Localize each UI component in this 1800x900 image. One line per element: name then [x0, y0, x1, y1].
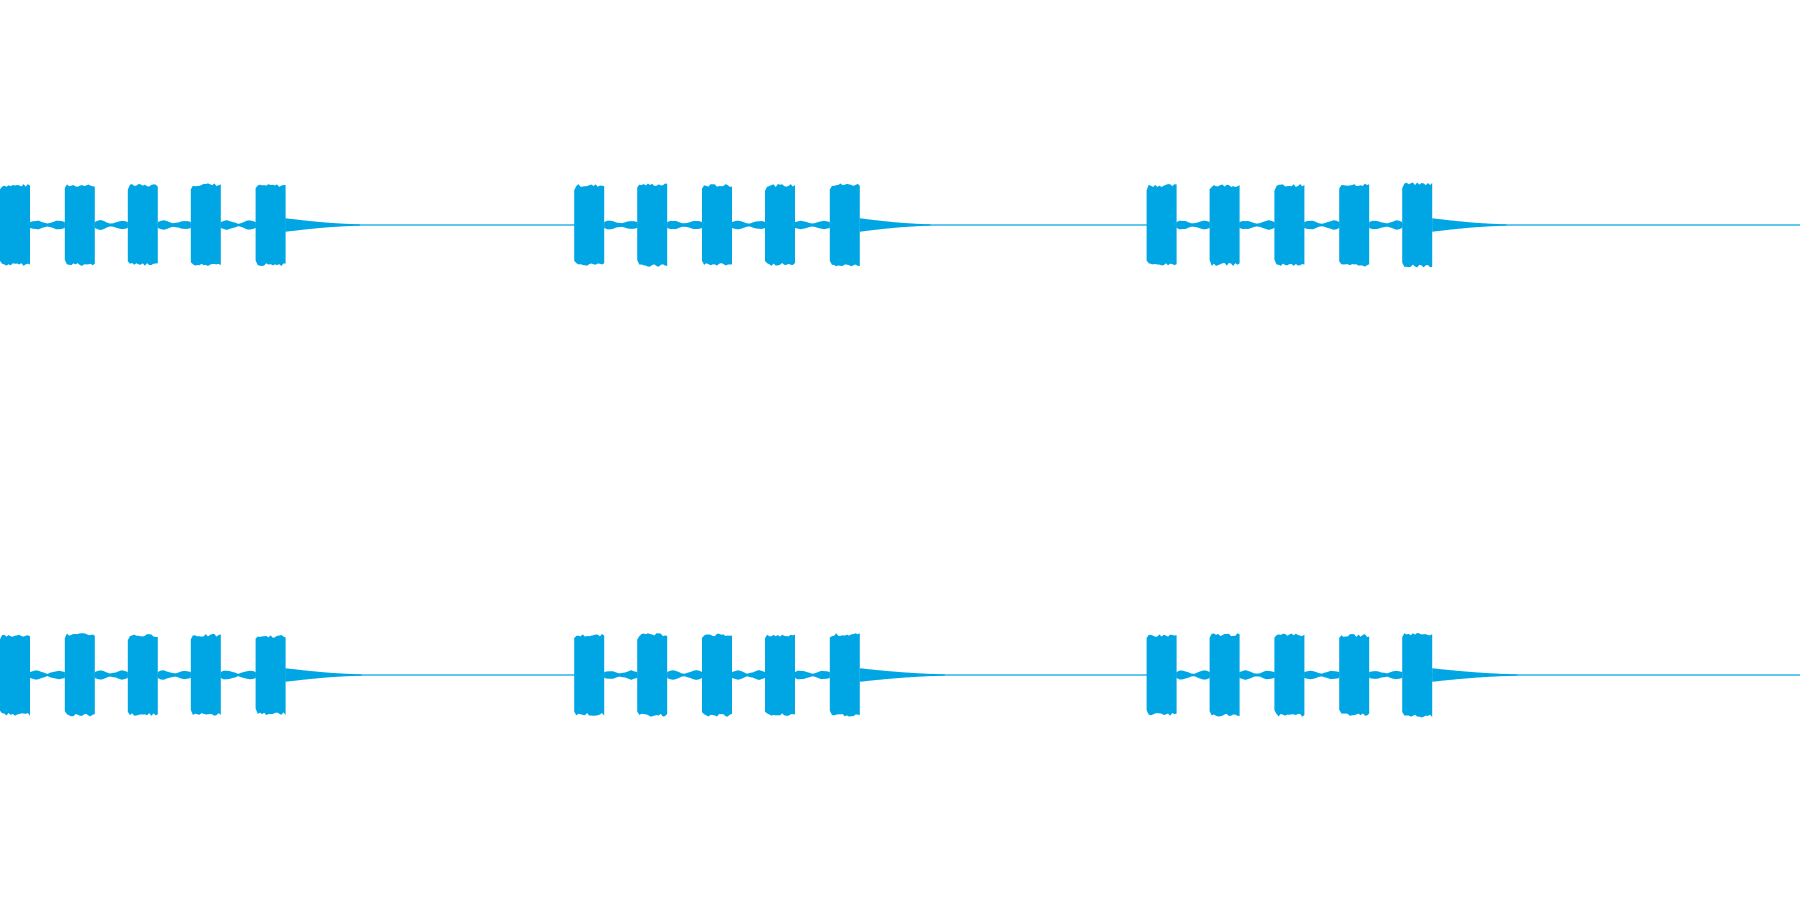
pulse: [1209, 633, 1240, 717]
pulse: [765, 634, 795, 716]
pulse: [190, 634, 221, 716]
channel-layer: [0, 182, 1800, 718]
inter-pulse-noise: [1369, 670, 1403, 680]
pulse: [702, 633, 732, 717]
burst: [0, 183, 360, 266]
inter-pulse-noise: [1239, 220, 1275, 230]
inter-pulse-noise: [667, 220, 702, 230]
inter-pulse-noise: [667, 670, 702, 680]
inter-pulse-noise: [1304, 220, 1340, 230]
pulse: [1209, 184, 1240, 266]
pulse: [127, 634, 158, 716]
decay-tail: [859, 218, 931, 232]
pulse: [829, 633, 860, 717]
burst: [1146, 182, 1507, 268]
inter-pulse-noise: [1176, 670, 1210, 680]
pulse: [1339, 634, 1370, 716]
inter-pulse-noise: [30, 220, 65, 230]
pulse: [829, 183, 860, 267]
pulse: [255, 184, 286, 266]
inter-pulse-noise: [220, 220, 256, 230]
pulse: [1274, 184, 1305, 266]
inter-pulse-noise: [1176, 220, 1210, 230]
pulse: [1146, 634, 1177, 716]
pulse: [0, 184, 30, 266]
pulse: [1146, 184, 1177, 266]
inter-pulse-noise: [795, 670, 830, 680]
inter-pulse-noise: [1239, 670, 1275, 680]
inter-pulse-noise: [732, 670, 765, 680]
pulse: [1402, 632, 1433, 718]
pulse: [702, 184, 732, 266]
pulse: [64, 184, 95, 266]
decay-tail: [859, 668, 945, 682]
decay-tail: [285, 668, 362, 682]
inter-pulse-noise: [94, 220, 128, 230]
pulse: [637, 633, 668, 717]
pulse: [1402, 182, 1433, 268]
decay-tail: [1432, 218, 1507, 232]
inter-pulse-noise: [1304, 670, 1340, 680]
pulse: [127, 184, 158, 266]
pulse: [64, 633, 95, 717]
pulse: [1339, 183, 1370, 267]
pulse: [255, 634, 286, 716]
burst: [574, 633, 945, 717]
decay-tail: [285, 218, 360, 232]
inter-pulse-noise: [795, 220, 830, 230]
pulse: [637, 183, 668, 267]
pulse: [574, 184, 605, 266]
pulse: [765, 184, 795, 266]
inter-pulse-noise: [157, 670, 191, 680]
inter-pulse-noise: [1369, 220, 1403, 230]
burst: [0, 633, 362, 717]
burst: [574, 183, 931, 267]
pulse: [0, 634, 30, 716]
pulse: [574, 634, 605, 716]
inter-pulse-noise: [30, 670, 65, 680]
inter-pulse-noise: [604, 220, 638, 230]
decay-tail: [1432, 668, 1518, 682]
burst: [1146, 632, 1518, 718]
inter-pulse-noise: [157, 220, 191, 230]
channel-2: [0, 632, 1800, 718]
inter-pulse-noise: [94, 670, 128, 680]
inter-pulse-noise: [604, 670, 638, 680]
inter-pulse-noise: [220, 670, 256, 680]
channel-1: [0, 182, 1800, 268]
inter-pulse-noise: [732, 220, 765, 230]
pulse: [190, 183, 221, 266]
pulse: [1274, 633, 1305, 717]
